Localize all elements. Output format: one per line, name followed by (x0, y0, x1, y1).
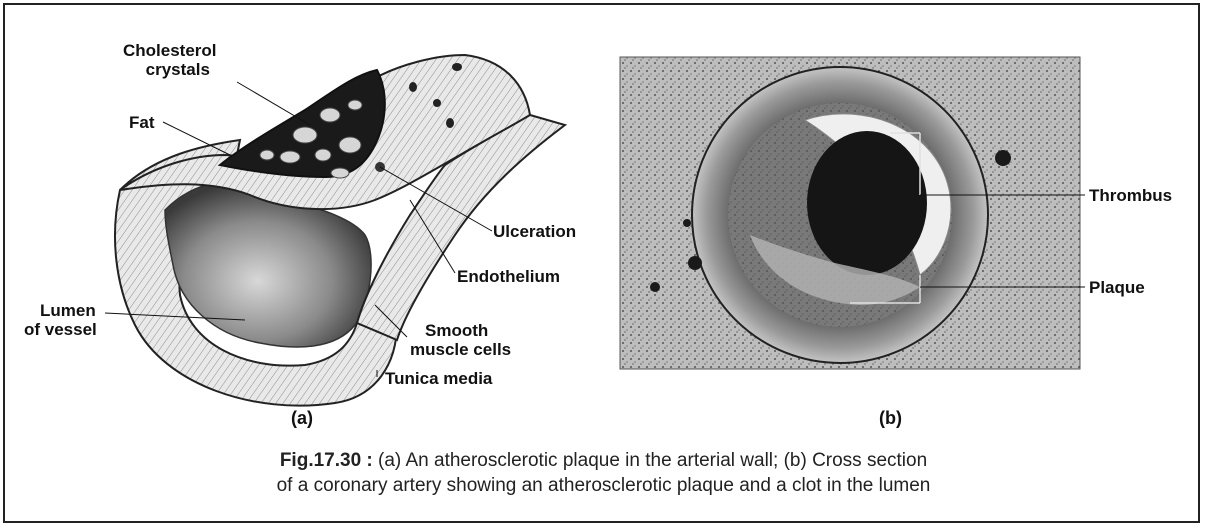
figure-caption: Fig.17.30 : (a) An atherosclerotic plaqu… (5, 448, 1202, 498)
label-cholesterol-crystals: Cholesterol crystals (123, 41, 217, 79)
label-thrombus: Thrombus (1089, 186, 1172, 205)
label-plaque: Plaque (1089, 278, 1145, 297)
label-lumen-line2: of vessel (24, 320, 97, 339)
caption-line2: of a coronary artery showing an atherosc… (5, 473, 1202, 498)
label-lumen-of-vessel: Lumen of vessel (24, 301, 97, 339)
label-smooth-muscle-cells: Smooth muscle cells (410, 321, 511, 359)
caption-line1: Fig.17.30 : (a) An atherosclerotic plaqu… (5, 448, 1202, 473)
label-smooth-line2: muscle cells (410, 340, 511, 359)
panel-tag-a: (a) (291, 408, 313, 429)
caption-prefix: Fig.17.30 : (280, 450, 373, 471)
label-cholesterol-line2: crystals (123, 60, 217, 79)
figure-frame: Cholesterol crystals Fat Ulceration Endo… (3, 3, 1200, 523)
label-smooth-line1: Smooth (410, 321, 511, 340)
caption-line1-text: (a) An atherosclerotic plaque in the art… (373, 450, 927, 471)
label-tunica-media: Tunica media (385, 369, 492, 388)
label-lumen-line1: Lumen (24, 301, 97, 320)
label-fat: Fat (129, 113, 155, 132)
micrograph (620, 57, 1080, 369)
panel-tag-b: (b) (879, 408, 902, 429)
label-ulceration: Ulceration (493, 222, 576, 241)
label-endothelium: Endothelium (457, 267, 560, 286)
label-cholesterol-line1: Cholesterol (123, 41, 217, 60)
